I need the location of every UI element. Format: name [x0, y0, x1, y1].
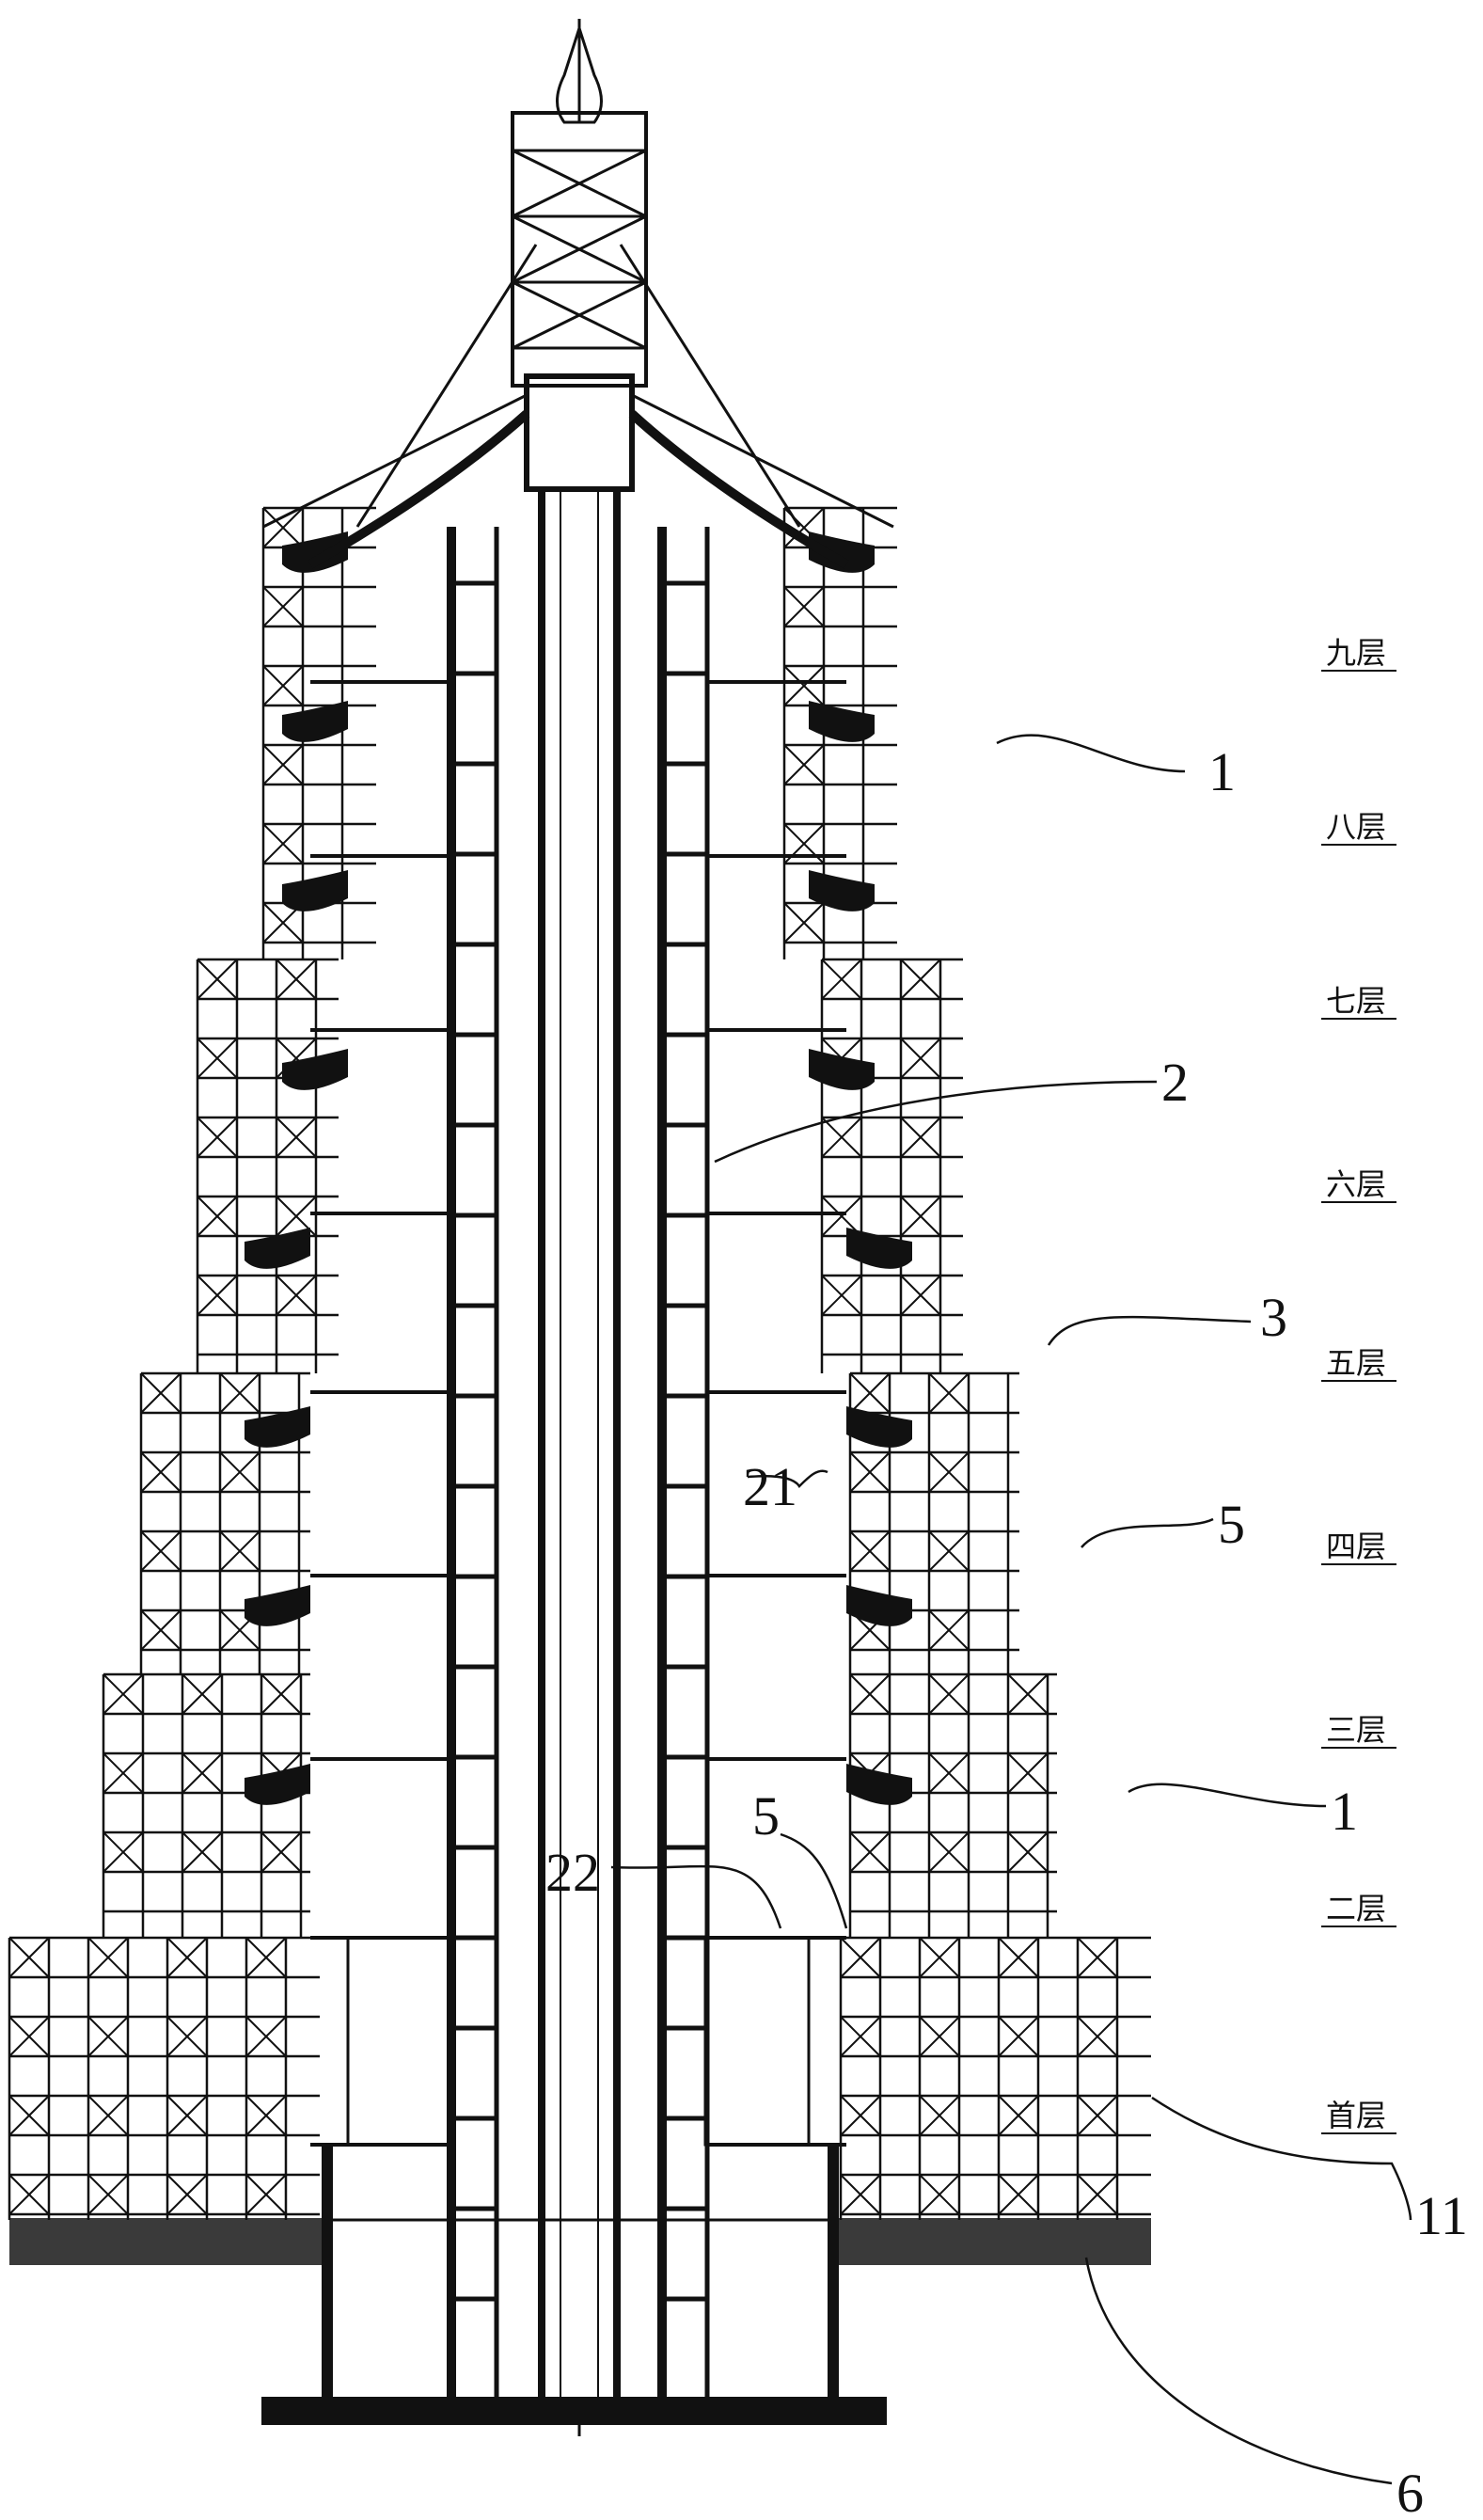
callout-1-top: 1 — [1208, 741, 1236, 802]
inner-column-right — [662, 527, 707, 2397]
ground-fill-right — [839, 2218, 1151, 2265]
base-wall-left — [322, 2145, 333, 2399]
callout-6: 6 — [1396, 2463, 1424, 2520]
eave-brackets — [245, 531, 912, 1805]
floor-label: 三层 — [1326, 1712, 1386, 1748]
callout-22: 22 — [545, 1842, 600, 1903]
foundation-slab — [261, 2397, 887, 2425]
scaffold-left — [9, 508, 376, 2220]
floor-label: 六层 — [1326, 1166, 1386, 1202]
floor-label: 二层 — [1326, 1891, 1386, 1926]
callout-5-right: 5 — [1218, 1494, 1245, 1555]
callout-5-inner: 5 — [752, 1785, 780, 1846]
callout-1-bottom: 1 — [1331, 1781, 1358, 1842]
floor-label: 九层 — [1326, 635, 1386, 671]
ground-floor-interior — [333, 1938, 828, 2220]
callout-11: 11 — [1415, 2185, 1468, 2246]
callout-3: 3 — [1260, 1287, 1287, 1348]
callout-2: 2 — [1161, 1052, 1189, 1113]
base-wall-right — [828, 2145, 839, 2399]
roof-and-spire — [263, 19, 893, 564]
scaffold-right — [784, 508, 1151, 2220]
floor-label: 首层 — [1326, 2098, 1386, 2133]
floor-label: 八层 — [1326, 809, 1386, 845]
floor-beams — [310, 682, 846, 2145]
ground-fill-left — [9, 2218, 322, 2265]
callout-21: 21 — [743, 1456, 797, 1517]
floor-labels: 九层八层七层六层五层四层三层二层首层 — [1321, 635, 1396, 2133]
floor-label: 七层 — [1326, 983, 1386, 1019]
central-mast — [542, 489, 617, 2397]
floor-label: 五层 — [1326, 1345, 1386, 1381]
inner-column-left — [451, 527, 497, 2397]
floor-label: 四层 — [1326, 1529, 1386, 1564]
